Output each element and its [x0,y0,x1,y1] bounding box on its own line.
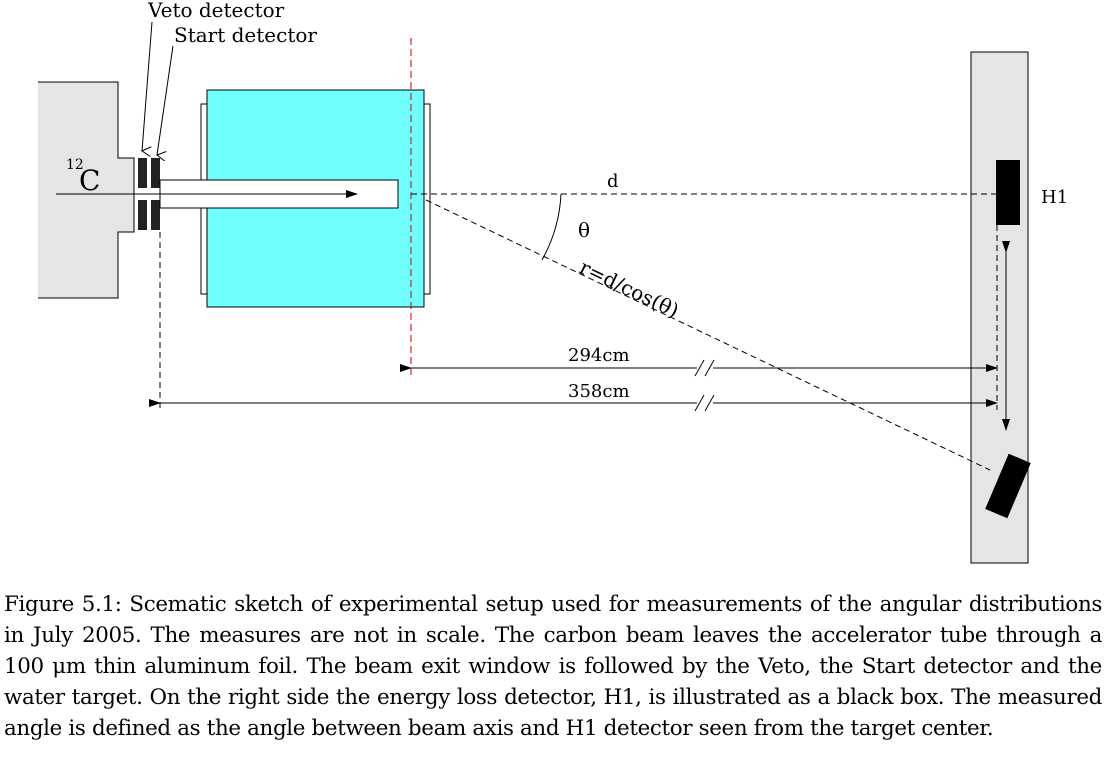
break-mark-358-b [704,394,715,412]
target-plate-right [423,103,431,295]
break-mark-294-b [704,359,715,377]
setup-schematic: Veto detector Start detector 12 C d θ r=… [38,0,1068,564]
start-detector-label: Start detector [174,23,317,47]
break-mark-358-a [694,394,705,412]
start-leader [157,45,174,155]
veto-detector-upper [138,158,147,188]
break-gap-294 [697,360,713,376]
dimension-294-label: 294cm [568,345,630,366]
break-gap-358 [697,395,713,411]
theta-arc [541,193,562,261]
dimension-358-label: 358cm [568,381,630,402]
figure-caption: Figure 5.1: Scematic sketch of experimen… [4,592,1102,741]
veto-leader [142,21,153,151]
h1-label: H1 [1041,187,1068,208]
isotope-mass-label: 12 [66,157,84,173]
theta-label: θ [578,218,590,242]
start-detector-upper [151,158,160,188]
d-label: d [607,171,619,192]
veto-detector-label: Veto detector [147,0,285,22]
isotope-symbol-label: C [79,164,100,197]
break-mark-294-a [694,359,705,377]
h1-detector-rotated [985,453,1031,519]
r-line [425,199,991,471]
veto-detector-lower [138,200,147,230]
start-detector-lower [151,200,160,230]
r-label: r=d/cos(θ) [576,255,683,323]
accelerator-tube [38,81,135,299]
h1-detector [996,160,1020,225]
